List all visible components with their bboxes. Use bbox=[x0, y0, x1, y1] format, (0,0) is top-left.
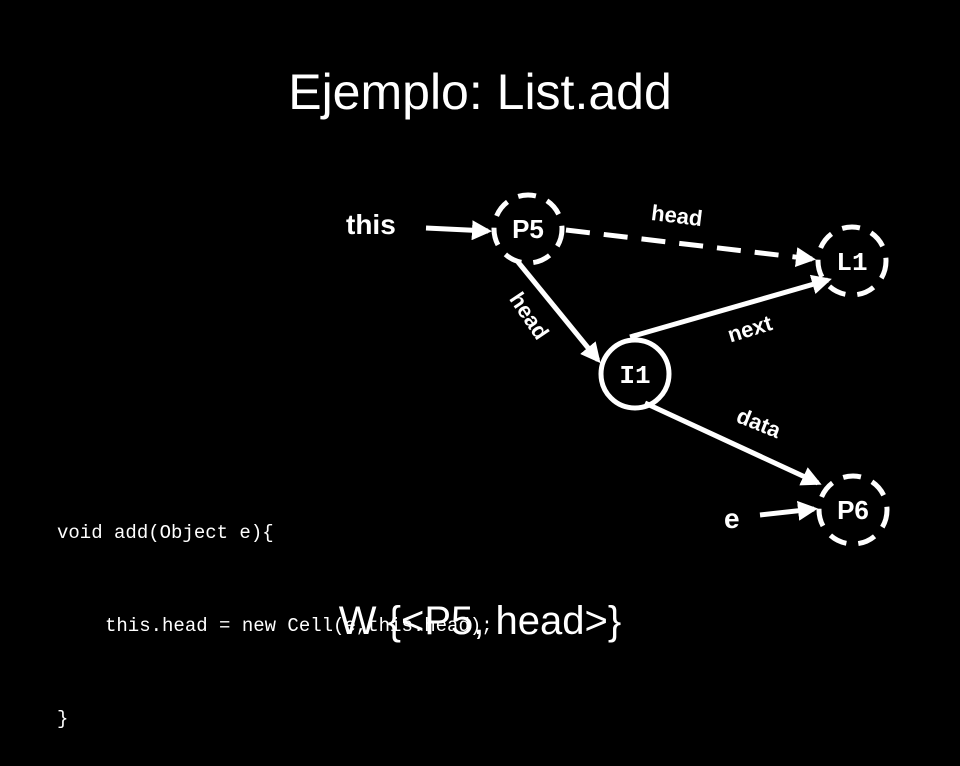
edge-p5-i1 bbox=[516, 260, 601, 364]
result-set: W {<P5, head>} bbox=[338, 599, 622, 643]
var-e-label: e bbox=[724, 503, 740, 534]
edge-p5-l1-label: head bbox=[650, 200, 704, 231]
edge-i1-p6 bbox=[643, 400, 822, 486]
code-line: void add(Object e){ bbox=[57, 522, 274, 544]
points-to-diagram: P5 L1 I1 P6 this e head head next data bbox=[346, 192, 890, 547]
code-line: this.head = new Cell(e,this.head); bbox=[105, 615, 493, 637]
edge-i1-p6-label: data bbox=[733, 403, 785, 443]
node-p6-label: P6 bbox=[837, 495, 869, 525]
code-block: void add(Object e){ this.head = new Cell… bbox=[57, 456, 493, 766]
node-p6-circle bbox=[816, 473, 890, 547]
edge-i1-l1-label: next bbox=[725, 310, 776, 347]
edge-p5-l1 bbox=[565, 227, 816, 268]
node-i1-circle bbox=[598, 337, 672, 411]
node-l1-circle bbox=[815, 224, 889, 298]
var-this-label: this bbox=[346, 209, 396, 240]
node-l1-label: L1 bbox=[836, 248, 867, 278]
code-line: } bbox=[57, 708, 69, 730]
edge-this-p5 bbox=[425, 220, 492, 241]
node-p5-circle bbox=[491, 192, 565, 266]
edge-e-p6 bbox=[759, 500, 818, 521]
node-i1-label: I1 bbox=[619, 361, 650, 391]
slide-title: Ejemplo: List.add bbox=[288, 64, 672, 120]
edge-i1-l1 bbox=[629, 274, 832, 340]
node-p5-label: P5 bbox=[512, 214, 544, 244]
